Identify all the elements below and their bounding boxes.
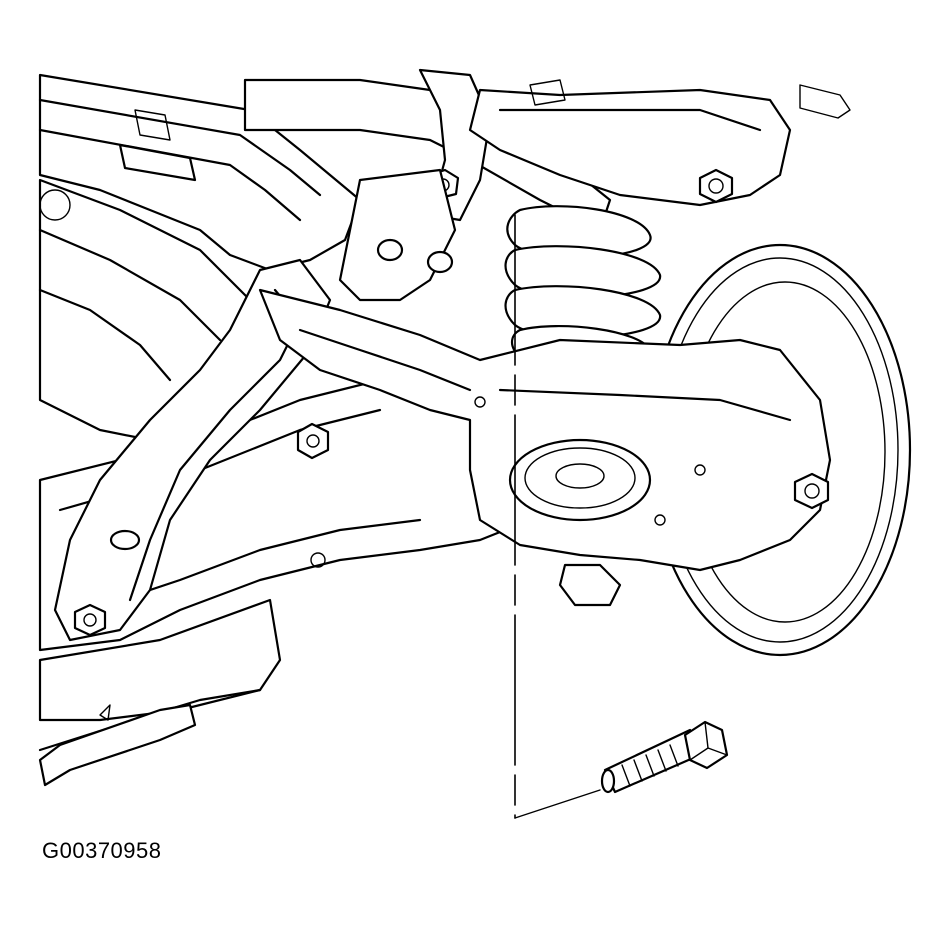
- coil-spring: [504, 205, 662, 369]
- bolt-icon: [600, 720, 729, 794]
- stabilizer-bar: [243, 68, 612, 302]
- lower-control-arm: [258, 288, 832, 607]
- crossmember: [38, 378, 532, 787]
- leader-line-tail: [514, 789, 601, 819]
- upper-control-arm: [468, 79, 851, 207]
- figure-id-label: G00370958: [42, 838, 162, 863]
